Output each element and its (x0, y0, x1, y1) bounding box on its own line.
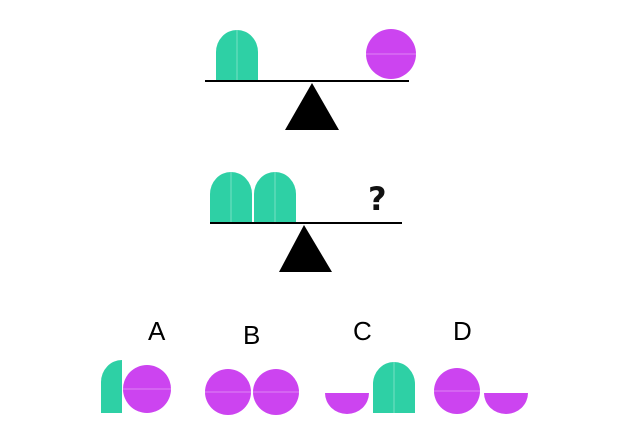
option-d-shapes (434, 368, 528, 414)
balance-1-right-circle (366, 29, 416, 79)
balance-1-left-arch (216, 30, 258, 81)
half-circle-shape (484, 393, 528, 414)
balance-2-left-arch-2 (254, 172, 296, 222)
circle-shape (205, 369, 251, 415)
circle-shape (253, 369, 299, 415)
option-a-label[interactable]: A (148, 316, 166, 346)
half-arch-shape (101, 360, 122, 413)
balance-2 (210, 172, 402, 272)
balance-1 (205, 29, 416, 130)
option-c-label[interactable]: C (353, 316, 372, 346)
option-b-label[interactable]: B (243, 320, 261, 350)
circle-shape (123, 365, 171, 413)
option-d-label[interactable]: D (453, 316, 472, 346)
circle-shape (434, 368, 480, 414)
option-b-shapes (205, 369, 299, 415)
arch-shape (373, 362, 415, 413)
option-c-shapes (325, 362, 415, 414)
option-a-shapes (101, 360, 171, 413)
balance-2-left-arch-1 (210, 172, 252, 222)
balance-2-fulcrum (279, 225, 332, 272)
balance-1-fulcrum (285, 83, 339, 130)
half-circle-shape (325, 393, 369, 414)
question-mark: ? (368, 180, 387, 218)
